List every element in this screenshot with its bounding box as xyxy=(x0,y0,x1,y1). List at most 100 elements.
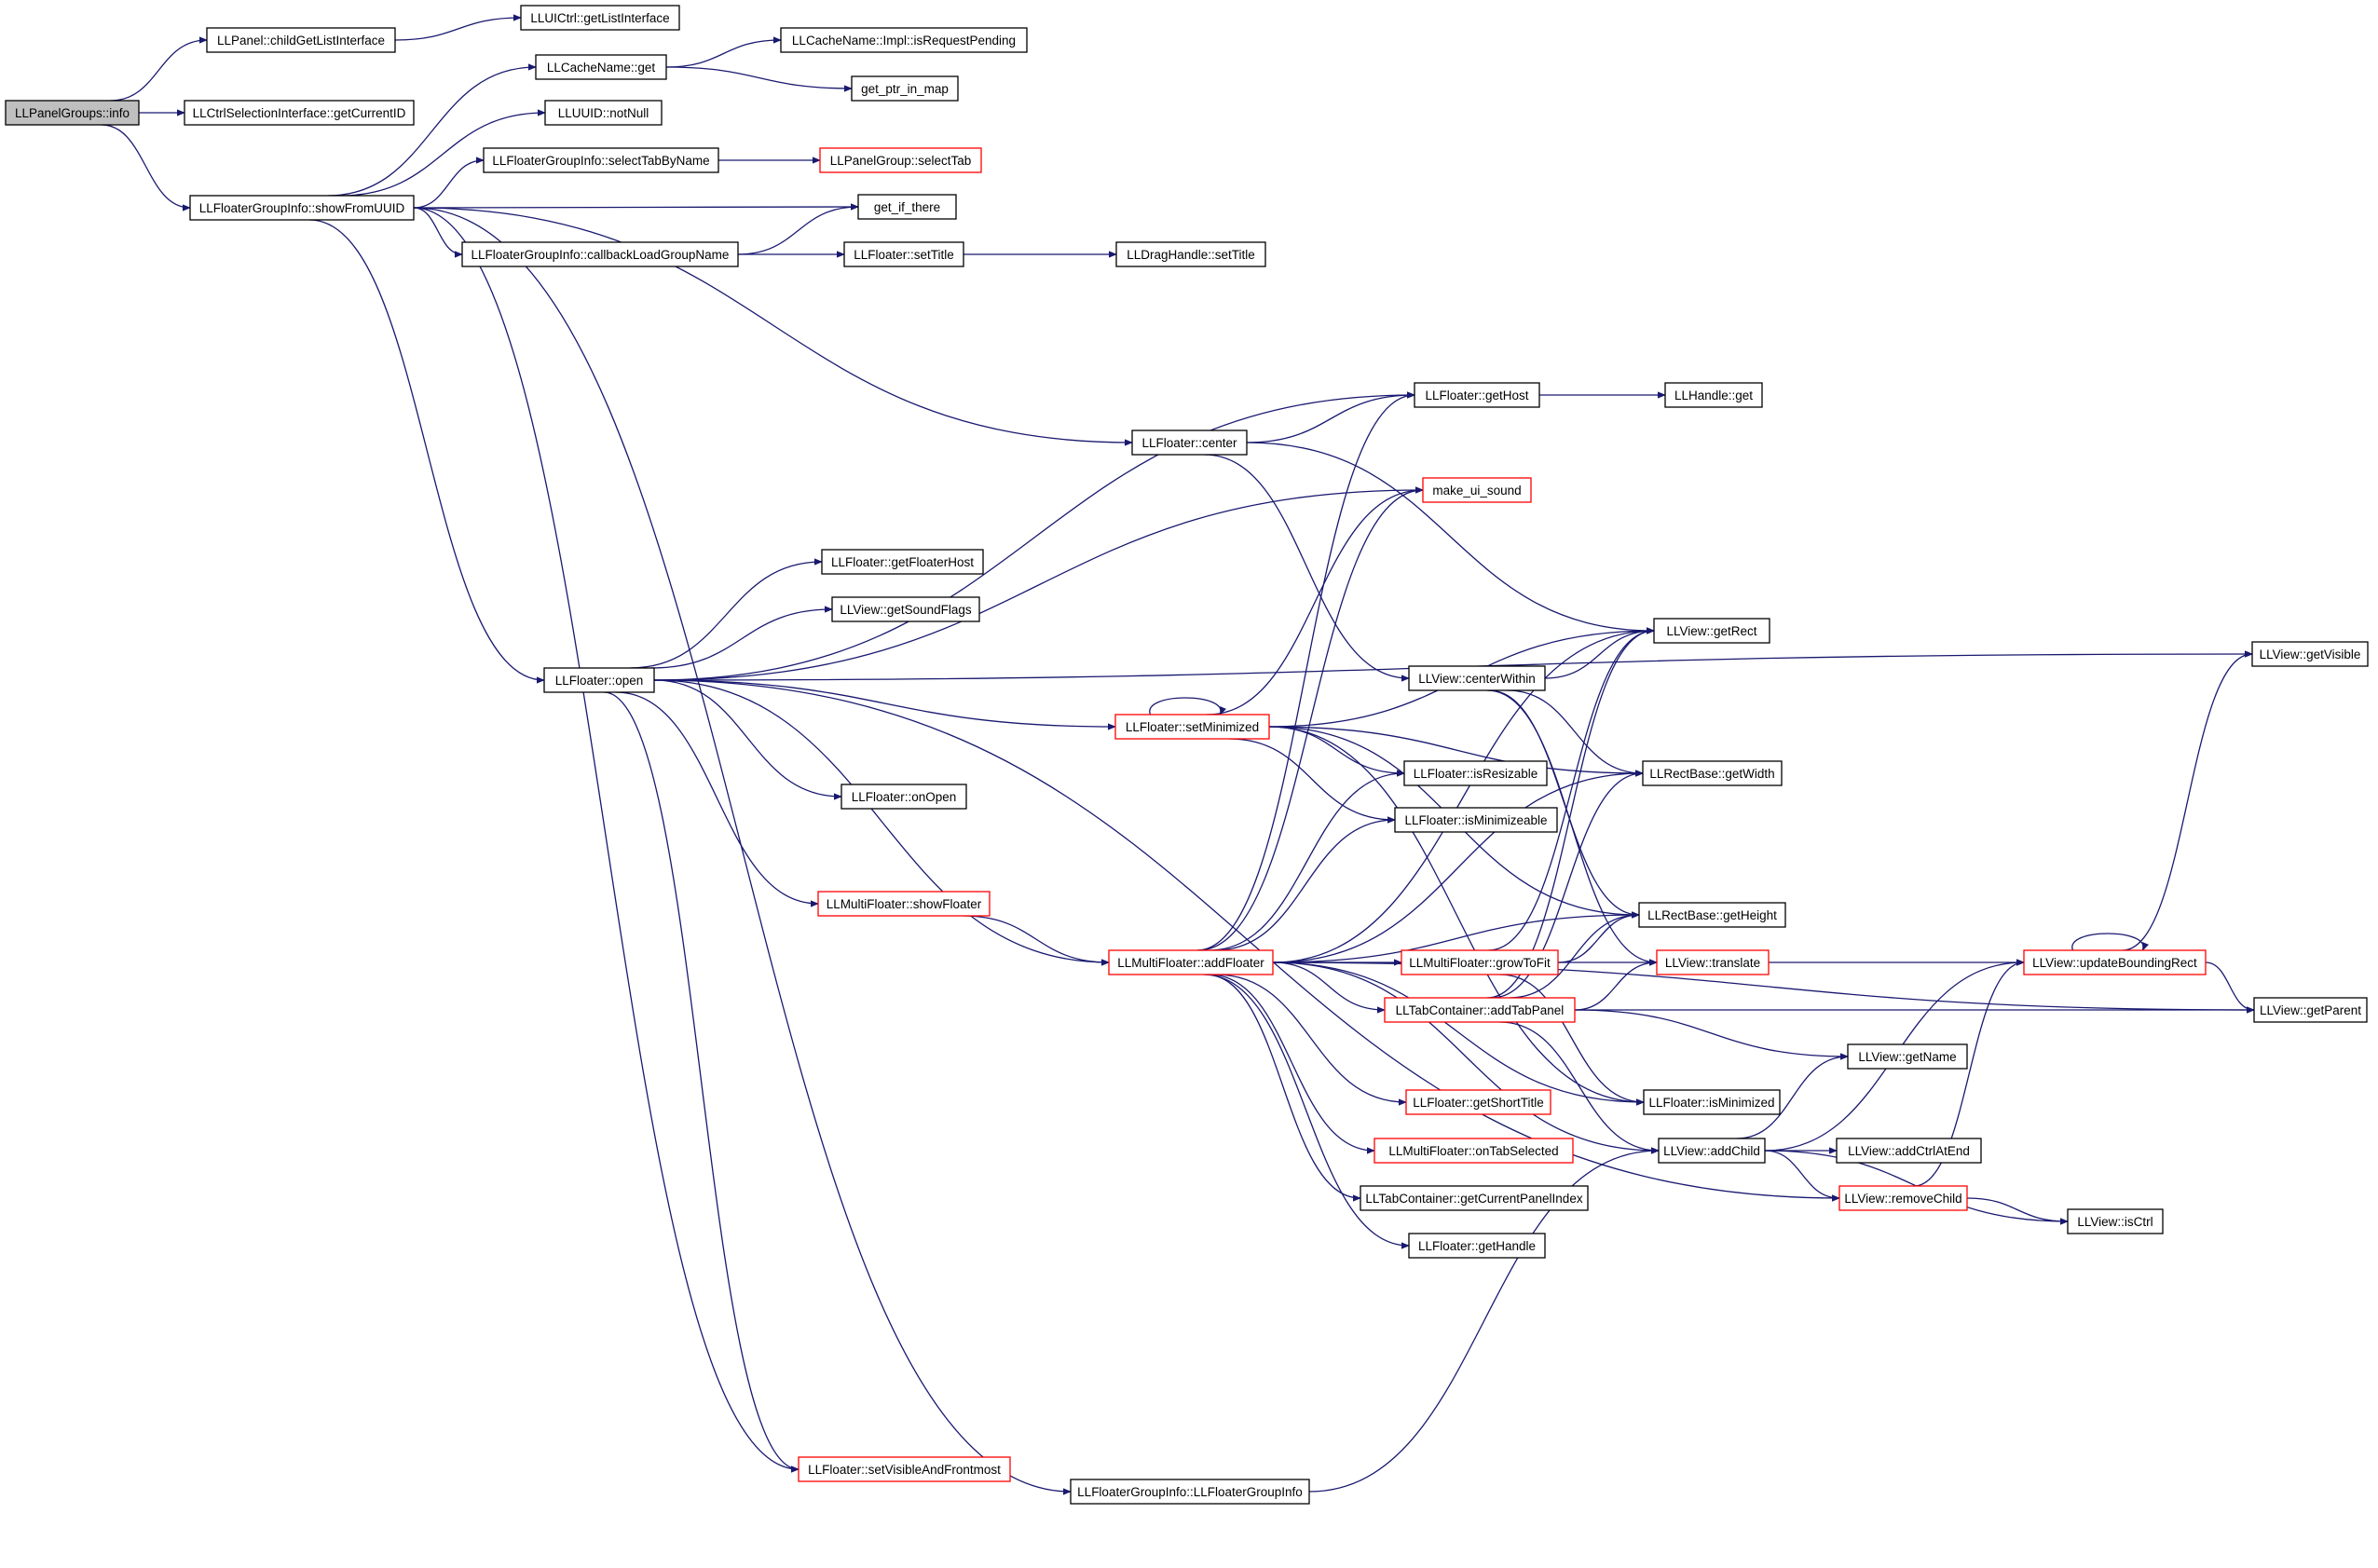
node-llfloater-isminimized[interactable]: LLFloater::isMinimized xyxy=(1643,1089,1781,1115)
edge-n32-to-n42 xyxy=(1272,961,1660,1154)
edge-path xyxy=(1557,911,1640,963)
node-label: LLCtrlSelectionInterface::getCurrentID xyxy=(193,106,406,120)
node-llfloatergroupinfo-selecttabbyname[interactable]: LLFloaterGroupInfo::selectTabByName xyxy=(483,147,719,173)
node-make-ui-sound[interactable]: make_ui_sound xyxy=(1422,477,1532,503)
node-llview-getsoundflags[interactable]: LLView::getSoundFlags xyxy=(831,596,980,622)
node-llpanelgroup-selecttab[interactable]: LLPanelGroup::selectTab xyxy=(819,147,982,173)
node-box xyxy=(544,100,663,126)
node-llrectbase-getwidth[interactable]: LLRectBase::getWidth xyxy=(1642,760,1783,786)
node-box xyxy=(1838,1185,1968,1211)
node-llfloater-settitle[interactable]: LLFloater::setTitle xyxy=(843,241,964,267)
node-llcachename-get[interactable]: LLCacheName::get xyxy=(535,54,667,80)
node-llview-removechild[interactable]: LLView::removeChild xyxy=(1838,1185,1968,1211)
edge-path xyxy=(1272,961,1645,1106)
node-box xyxy=(843,241,964,267)
edge-path xyxy=(1914,959,2025,1187)
node-box xyxy=(1422,477,1532,503)
node-llfloatergroupinfo-llfloatergroupinfo[interactable]: LLFloaterGroupInfo::LLFloaterGroupInfo xyxy=(1070,1479,1310,1505)
node-lluuid-notnull[interactable]: LLUUID::notNull xyxy=(544,100,663,126)
node-label: LLPanelGroups::info xyxy=(15,106,130,120)
node-llfloater-onopen[interactable]: LLFloater::onOpen xyxy=(840,784,967,810)
node-label: LLFloater::isMinimizeable xyxy=(1404,813,1547,827)
edge-path xyxy=(1209,770,1405,951)
node-llview-getparent[interactable]: LLView::getParent xyxy=(2253,997,2368,1023)
node-llview-centerwithin[interactable]: LLView::centerWithin xyxy=(1408,665,1546,691)
edge-path xyxy=(340,109,546,197)
edge-path xyxy=(665,36,782,68)
node-llmultifloater-growtofit[interactable]: LLMultiFloater::growToFit xyxy=(1401,949,1559,975)
node-label: LLMultiFloater::addFloater xyxy=(1117,956,1264,970)
node-lluictrl-getlistinterface[interactable]: LLUICtrl::getListInterface xyxy=(520,5,680,31)
node-lltabcontainer-getcurrentpanelindex[interactable]: LLTabContainer::getCurrentPanelIndex xyxy=(1360,1185,1589,1211)
node-llfloater-gethandle[interactable]: LLFloater::getHandle xyxy=(1408,1233,1546,1259)
node-box xyxy=(1643,1089,1781,1115)
edge-n33-to-n21 xyxy=(1488,627,1655,951)
edge-path xyxy=(1215,974,1407,1106)
edge-n4-to-n11 xyxy=(413,203,859,211)
node-llview-addctrlatend[interactable]: LLView::addCtrlAtEnd xyxy=(1836,1138,1982,1164)
node-llfloater-isresizable[interactable]: LLFloater::isResizable xyxy=(1403,760,1548,786)
node-box xyxy=(1405,1089,1551,1115)
node-llpanel-childgetlistinterface[interactable]: LLPanel::childGetListInterface xyxy=(206,27,396,53)
edge-n4-to-n49 xyxy=(413,207,1072,1495)
edge-n32-to-n36 xyxy=(1272,961,1386,1014)
edge-path xyxy=(1272,770,1644,963)
edge-path xyxy=(1149,697,1226,716)
node-llfloater-setvisibleandfrontmost[interactable]: LLFloater::setVisibleAndFrontmost xyxy=(798,1456,1011,1482)
node-llctrlselectioninterface-getcurrentid[interactable]: LLCtrlSelectionInterface::getCurrentID xyxy=(184,100,415,126)
node-llcachename-impl-isrequestpending[interactable]: LLCacheName::Impl::isRequestPending xyxy=(780,27,1028,53)
node-llfloatergroupinfo-callbackloadgroupname[interactable]: LLFloaterGroupInfo::callbackLoadGroupNam… xyxy=(461,241,739,267)
node-llview-updateboundingrect[interactable]: LLView::updateBoundingRect xyxy=(2023,949,2207,975)
node-label: LLUUID::notNull xyxy=(558,106,649,120)
node-box xyxy=(189,195,415,221)
node-llview-isctrl[interactable]: LLView::isCtrl xyxy=(2067,1208,2164,1234)
node-llview-addchild[interactable]: LLView::addChild xyxy=(1658,1138,1766,1164)
edge-path xyxy=(1272,961,1386,1014)
node-llfloater-getshorttitle[interactable]: LLFloater::getShortTitle xyxy=(1405,1089,1551,1115)
edge-n17-to-n15 xyxy=(1246,391,1415,443)
node-box xyxy=(206,27,396,53)
node-llfloater-isminimizeable[interactable]: LLFloater::isMinimizeable xyxy=(1394,807,1558,833)
node-lltabcontainer-addtabpanel[interactable]: LLTabContainer::addTabPanel xyxy=(1384,997,1576,1023)
node-llfloatergroupinfo-showfromuuid[interactable]: LLFloaterGroupInfo::showFromUUID xyxy=(189,195,415,221)
node-llview-translate[interactable]: LLView::translate xyxy=(1656,949,1770,975)
node-llpanelgroups-info[interactable]: LLPanelGroups::info xyxy=(5,100,140,126)
node-llview-getrect[interactable]: LLView::getRect xyxy=(1653,618,1770,644)
node-label: LLView::getSoundFlags xyxy=(840,603,972,617)
node-label: LLFloater::getHandle xyxy=(1418,1239,1536,1253)
node-llview-getname[interactable]: LLView::getName xyxy=(1847,1043,1968,1070)
node-llmultifloater-showfloater[interactable]: LLMultiFloater::showFloater xyxy=(817,891,991,917)
node-box xyxy=(1374,1138,1574,1164)
node-get-ptr-in-map[interactable]: get_ptr_in_map xyxy=(851,75,959,102)
edge-n36-to-n42 xyxy=(1499,1021,1660,1154)
edge-path xyxy=(1737,1053,1849,1139)
node-llfloater-open[interactable]: LLFloater::open xyxy=(543,667,655,693)
node-llmultifloater-ontabselected[interactable]: LLMultiFloater::onTabSelected xyxy=(1374,1138,1574,1164)
edge-n23-to-n20 xyxy=(651,606,833,669)
node-label: LLTabContainer::addTabPanel xyxy=(1396,1003,1565,1017)
node-llhandle-get[interactable]: LLHandle::get xyxy=(1664,382,1763,408)
node-box xyxy=(543,667,655,693)
node-llfloater-gethost[interactable]: LLFloater::getHost xyxy=(1414,382,1540,408)
node-llrectbase-getheight[interactable]: LLRectBase::getHeight xyxy=(1638,902,1786,928)
node-get-if-there[interactable]: get_if_there xyxy=(857,194,957,220)
edge-n32-to-n47 xyxy=(1203,974,1410,1249)
node-label: LLView::getName xyxy=(1858,1050,1956,1064)
node-llfloater-getfloaterhost[interactable]: LLFloater::getFloaterHost xyxy=(821,549,984,575)
node-label: LLFloater::center xyxy=(1141,436,1237,450)
node-llfloater-setminimized[interactable]: LLFloater::setMinimized xyxy=(1114,714,1270,740)
node-box xyxy=(1114,714,1270,740)
node-label: LLFloater::isMinimized xyxy=(1648,1096,1774,1110)
node-llmultifloater-addfloater[interactable]: LLMultiFloater::addFloater xyxy=(1108,949,1274,975)
node-llfloater-center[interactable]: LLFloater::center xyxy=(1131,429,1248,456)
node-llview-getvisible[interactable]: LLView::getVisible xyxy=(2251,641,2369,667)
edge-path xyxy=(1272,627,1655,963)
edge-path xyxy=(737,203,859,255)
node-label: LLHandle::get xyxy=(1674,389,1753,402)
node-box xyxy=(2023,949,2207,975)
edge-n32-to-n31 xyxy=(1272,911,1640,963)
edge-path xyxy=(1268,726,1645,1106)
node-lldraghandle-settitle[interactable]: LLDragHandle::setTitle xyxy=(1115,241,1266,267)
node-label: LLFloater::getShortTitle xyxy=(1413,1096,1544,1110)
